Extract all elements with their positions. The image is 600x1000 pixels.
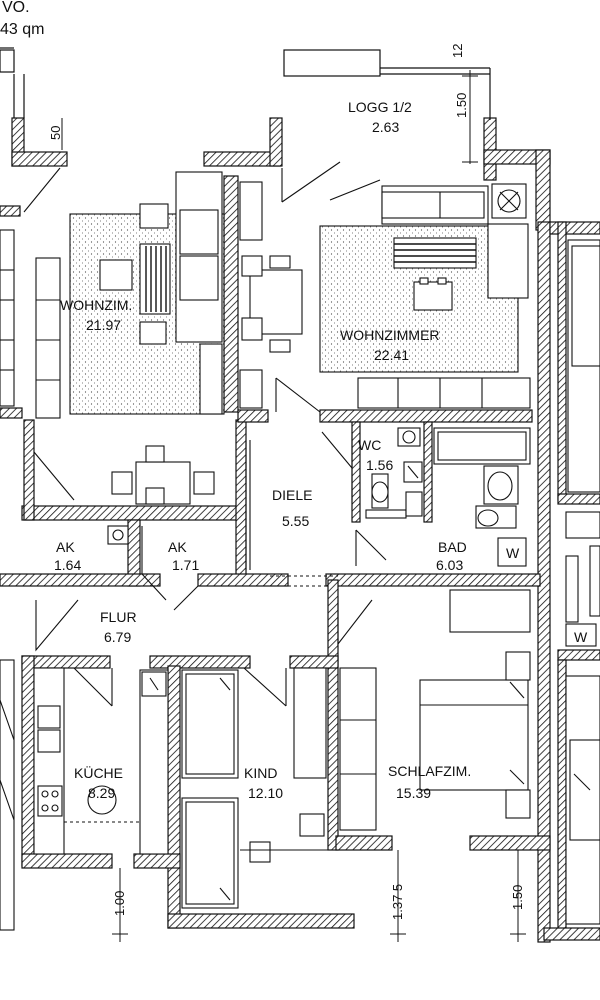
dimension-lines [61,70,526,942]
walls [0,117,600,943]
room-label-schlafzim: SCHLAFZIM. [388,763,471,779]
flur-doors [35,599,373,707]
room-label-wohnzim: WOHNZIM. [60,297,132,313]
room-label-wc: WC [358,437,381,453]
loggia-railing [0,47,491,120]
room-area-wc: 1.56 [366,457,393,473]
washer-symbol: W [506,545,520,561]
room-area-kueche: 8.29 [88,785,115,801]
room-area-bad: 6.03 [436,557,463,573]
dimension-label-3: 1.50 [510,885,525,910]
room-area-ak1: 1.64 [54,557,81,573]
room-label-diele: DIELE [272,487,312,503]
schlafzim-furniture [339,589,531,831]
room-label-ak1: AK [56,539,75,555]
room-label-kind: KIND [244,765,277,781]
dimension-label-4: 1.50 [454,93,469,118]
room-area-logg: 2.63 [372,119,399,135]
room-label-logg: LOGG 1/2 [348,99,412,115]
room-label-kueche: KÜCHE [74,764,123,781]
room-label-wohnzimmer: WOHNZIMMER [340,327,440,343]
header-line1: VO. [2,0,30,16]
room-area-ak2: 1.71 [172,557,199,573]
room-area-flur: 6.79 [104,629,131,645]
left-neighbor-unit [0,229,15,931]
room-area-schlafzim: 15.39 [396,785,431,801]
room-area-wohnzimmer: 22.41 [374,347,409,363]
dimension-label-6: 50 [48,126,63,140]
room-label-flur: FLUR [100,609,137,625]
room-label-ak2: AK [168,539,187,555]
room-area-diele: 5.55 [282,513,309,529]
diele-wc-bad-fixtures [245,427,531,587]
wohnzimmer-furniture [239,161,531,413]
washer-symbol-2: W [574,629,588,645]
neighbor-unit [565,239,600,925]
kind-furniture [181,667,330,909]
kitchen-fixtures [33,667,169,855]
dimension-label-2: 1.37 5 [390,884,405,920]
room-area-kind: 12.10 [248,785,283,801]
dimension-label-1: 1.00 [112,891,127,916]
room-label-bad: BAD [438,539,467,555]
room-area-wohnzim: 21.97 [86,317,121,333]
dimension-label-5: 12 [450,44,465,58]
ak-fixtures [107,525,199,611]
header-line2: 43 qm [0,21,44,38]
wohnzim-furniture [23,165,225,505]
